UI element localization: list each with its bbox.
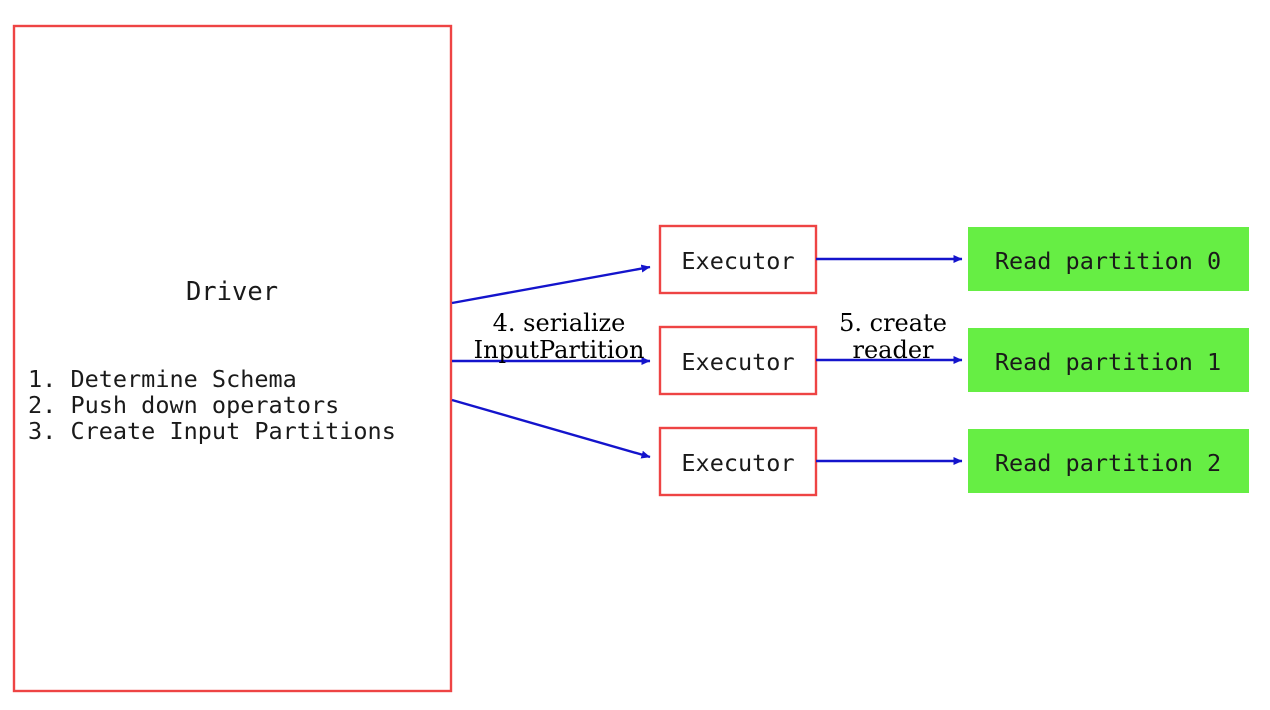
partition-box-3 [968,429,1249,493]
executor-label-2: Executor [681,348,794,376]
edge-label-create-reader-line2: reader [852,336,934,364]
edge-label-create-reader-line1: 5. create [839,309,947,337]
driver-box [12,24,453,693]
arrow-driver-to-executor-1 [451,264,651,305]
executor-box-2 [658,325,818,396]
edge-label-serialize-line1: 4. serialize [493,309,626,337]
driver-title: Driver [186,277,278,307]
driver-step-3: 3. Create Input Partitions [28,417,396,445]
edge-label-serialize-line2: InputPartition [474,336,645,364]
executor-label-1: Executor [681,247,794,275]
driver-step-1: 1. Determine Schema [28,365,297,393]
partition-box-2 [968,328,1249,392]
partition-box-1 [968,227,1249,291]
driver-step-2: 2. Push down operators [28,391,339,419]
partition-label-1: Read partition 0 [995,247,1221,275]
executor-label-3: Executor [681,449,794,477]
partition-label-2: Read partition 1 [995,348,1221,376]
executor-box-3 [658,426,818,497]
arrow-driver-to-executor-3 [451,398,651,459]
partition-label-3: Read partition 2 [995,449,1221,477]
